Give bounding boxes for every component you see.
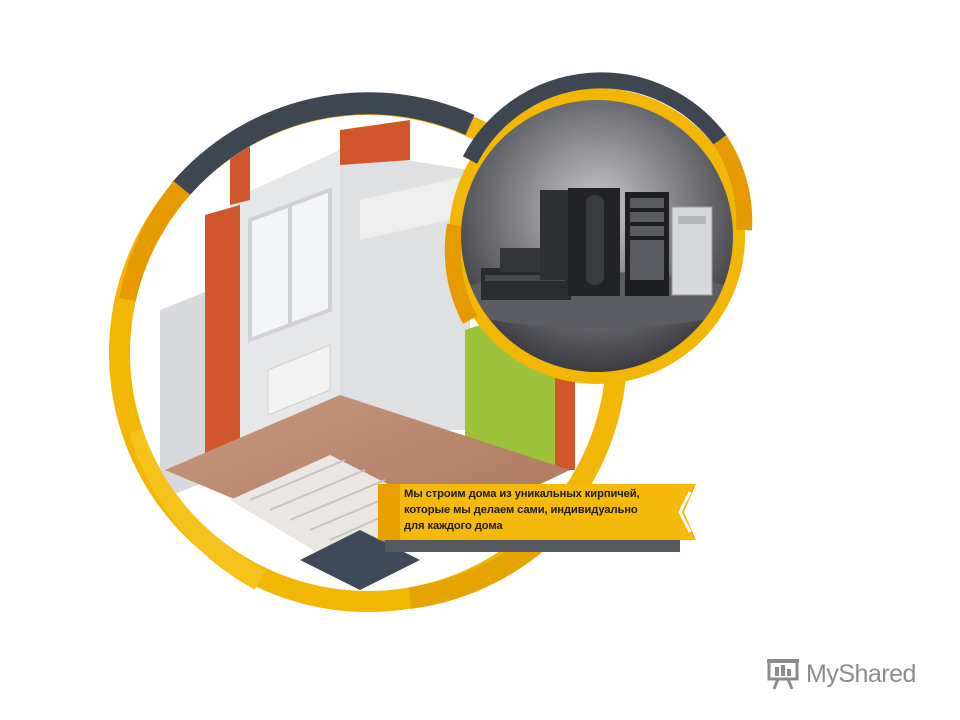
banner-line-1: Мы строим дома из уникальных кирпичей, <box>404 488 640 500</box>
banner-line-3: для каждого дома <box>404 520 503 532</box>
banner-text: Мы строим дома из уникальных кирпичей, к… <box>404 486 674 534</box>
myshared-logo[interactable]: MyShared <box>766 654 916 694</box>
text-banner <box>378 484 696 552</box>
banner-line-2: которые мы делаем сами, индивидуально <box>404 504 638 516</box>
room-illustration <box>130 115 606 591</box>
presentation-board-icon <box>767 659 799 690</box>
logo-text: MyShared <box>806 659 916 688</box>
servers-circle <box>444 72 753 384</box>
